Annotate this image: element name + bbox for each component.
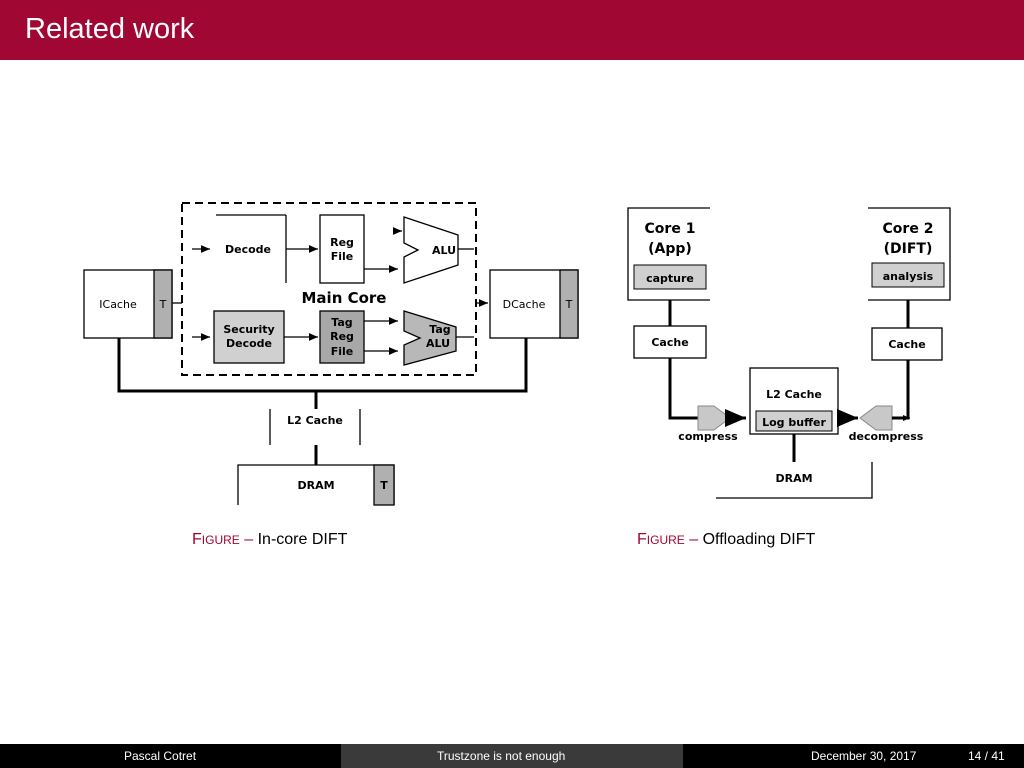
log-buffer-box (755, 410, 833, 432)
tag-reg-file-box (319, 310, 365, 364)
caption-left-separator: – (239, 531, 258, 548)
l2-cache-label: L2 Cache (287, 414, 343, 427)
footer-author: Pascal Cotret (124, 749, 197, 763)
cache-right-label: Cache (888, 338, 925, 351)
caption-left-text: In-core DIFT (257, 531, 348, 548)
footer-talk-title: Trustzone is not enough (437, 749, 566, 763)
icache-label: ICache (99, 298, 137, 311)
title-bar: Related work (0, 0, 1024, 60)
dcache-tag-label: T (565, 298, 573, 311)
core1-label-1: Core 1 (645, 221, 696, 237)
reg-file-label-1: Reg (330, 236, 354, 249)
tag-reg-file-label-1: Tag (331, 316, 352, 329)
caption-left-smallcaps: IGURE (201, 533, 240, 547)
dcache-label: DCache (503, 298, 546, 311)
decompress-shape (859, 405, 893, 431)
cache-left-box (633, 325, 707, 359)
security-decode-label-2: Decode (226, 337, 272, 350)
slide-title: Related work (25, 13, 195, 45)
footer-title-section: Trustzone is not enough (341, 744, 683, 768)
caption-right-initial: F (637, 531, 647, 548)
core2-label-2: (DIFT) (884, 241, 933, 257)
main-core-label: Main Core (302, 289, 387, 307)
caption-right-separator: – (684, 531, 703, 548)
compress-shape (697, 405, 731, 431)
alu-label: ALU (432, 244, 456, 257)
dram-label: DRAM (297, 479, 334, 492)
cache-left-label: Cache (651, 336, 688, 349)
alu-shape (403, 216, 459, 284)
footer-date: December 30, 2017 (811, 749, 917, 763)
analysis-box (871, 262, 945, 288)
footer-date-section: December 30, 2017 14 / 41 (683, 744, 1024, 768)
reg-file-box (319, 214, 365, 284)
tag-reg-file-label-3: File (331, 345, 354, 358)
footer-page-number: 14 / 41 (968, 749, 1005, 763)
offloading-dift-figure: Core 1 (App) capture Cache compress L2 C… (627, 207, 951, 499)
compress-label: compress (678, 430, 738, 443)
core1-label-2: (App) (648, 241, 692, 257)
capture-label: capture (646, 272, 694, 285)
tag-reg-file-label-2: Reg (330, 330, 354, 343)
cache-right-box (871, 327, 943, 361)
icache-tag-label: T (159, 298, 167, 311)
footer-bar: Pascal Cotret Trustzone is not enough De… (0, 744, 1024, 768)
main-core-box (181, 202, 477, 376)
decompress-label: decompress (849, 430, 924, 443)
security-decode-label-1: Security (223, 323, 274, 336)
figure-left-caption: FIGURE – In-core DIFT (192, 531, 347, 549)
reg-file-label-2: File (331, 250, 354, 263)
dram-label-right: DRAM (775, 472, 812, 485)
tag-alu-shape (403, 310, 457, 366)
footer-author-section: Pascal Cotret (0, 744, 341, 768)
in-core-dift-figure: ICache T Decode Reg File ALU Main Core S… (83, 202, 579, 506)
tag-alu-label-2: ALU (426, 337, 450, 350)
analysis-label: analysis (883, 270, 934, 283)
caption-left-initial: F (192, 531, 202, 548)
dcache-tag-box (559, 269, 579, 339)
dram-tag-box (373, 464, 395, 506)
tag-alu-label-1: Tag (429, 323, 450, 336)
core2-label-1: Core 2 (883, 221, 934, 237)
log-buffer-label: Log buffer (762, 416, 826, 429)
caption-right-smallcaps: IGURE (646, 533, 685, 547)
caption-right-text: Offloading DIFT (702, 531, 816, 548)
figure-right-caption: FIGURE – Offloading DIFT (637, 531, 815, 549)
dram-tag-label: T (380, 479, 388, 492)
capture-box (633, 264, 707, 290)
icache-tag-box (153, 269, 173, 339)
decode-label: Decode (225, 243, 271, 256)
l2-cache-label: L2 Cache (766, 388, 822, 401)
